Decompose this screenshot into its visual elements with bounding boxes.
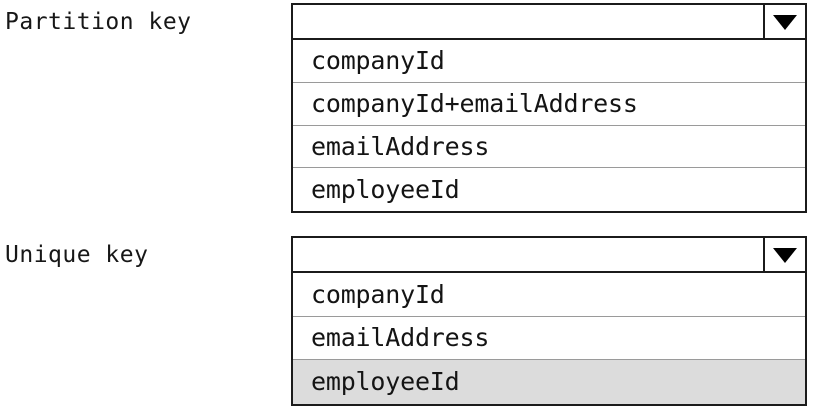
unique-key-option-emailaddress[interactable]: emailAddress [293, 316, 805, 361]
unique-key-option-employeeid[interactable]: employeeId [293, 360, 805, 404]
partition-key-option-employeeid[interactable]: employeeId [293, 168, 805, 211]
chevron-down-icon [773, 14, 797, 30]
partition-key-label: Partition key [5, 9, 192, 35]
unique-key-option-companyid[interactable]: companyId [293, 273, 805, 317]
unique-key-combobox[interactable] [291, 236, 807, 274]
partition-key-combobox[interactable] [291, 3, 807, 41]
unique-key-option-list[interactable]: companyId emailAddress employeeId [291, 271, 807, 406]
partition-key-option-companyid-emailaddress[interactable]: companyId+emailAddress [293, 82, 805, 126]
unique-key-dropdown-button[interactable] [763, 238, 805, 272]
partition-key-dropdown-button[interactable] [763, 5, 805, 39]
chevron-down-icon [773, 247, 797, 263]
unique-key-value[interactable] [293, 238, 763, 272]
unique-key-label: Unique key [5, 242, 149, 268]
partition-key-option-emailaddress[interactable]: emailAddress [293, 125, 805, 169]
partition-key-option-list[interactable]: companyId companyId+emailAddress emailAd… [291, 38, 807, 213]
partition-key-option-companyid[interactable]: companyId [293, 40, 805, 83]
partition-key-value[interactable] [293, 5, 763, 39]
